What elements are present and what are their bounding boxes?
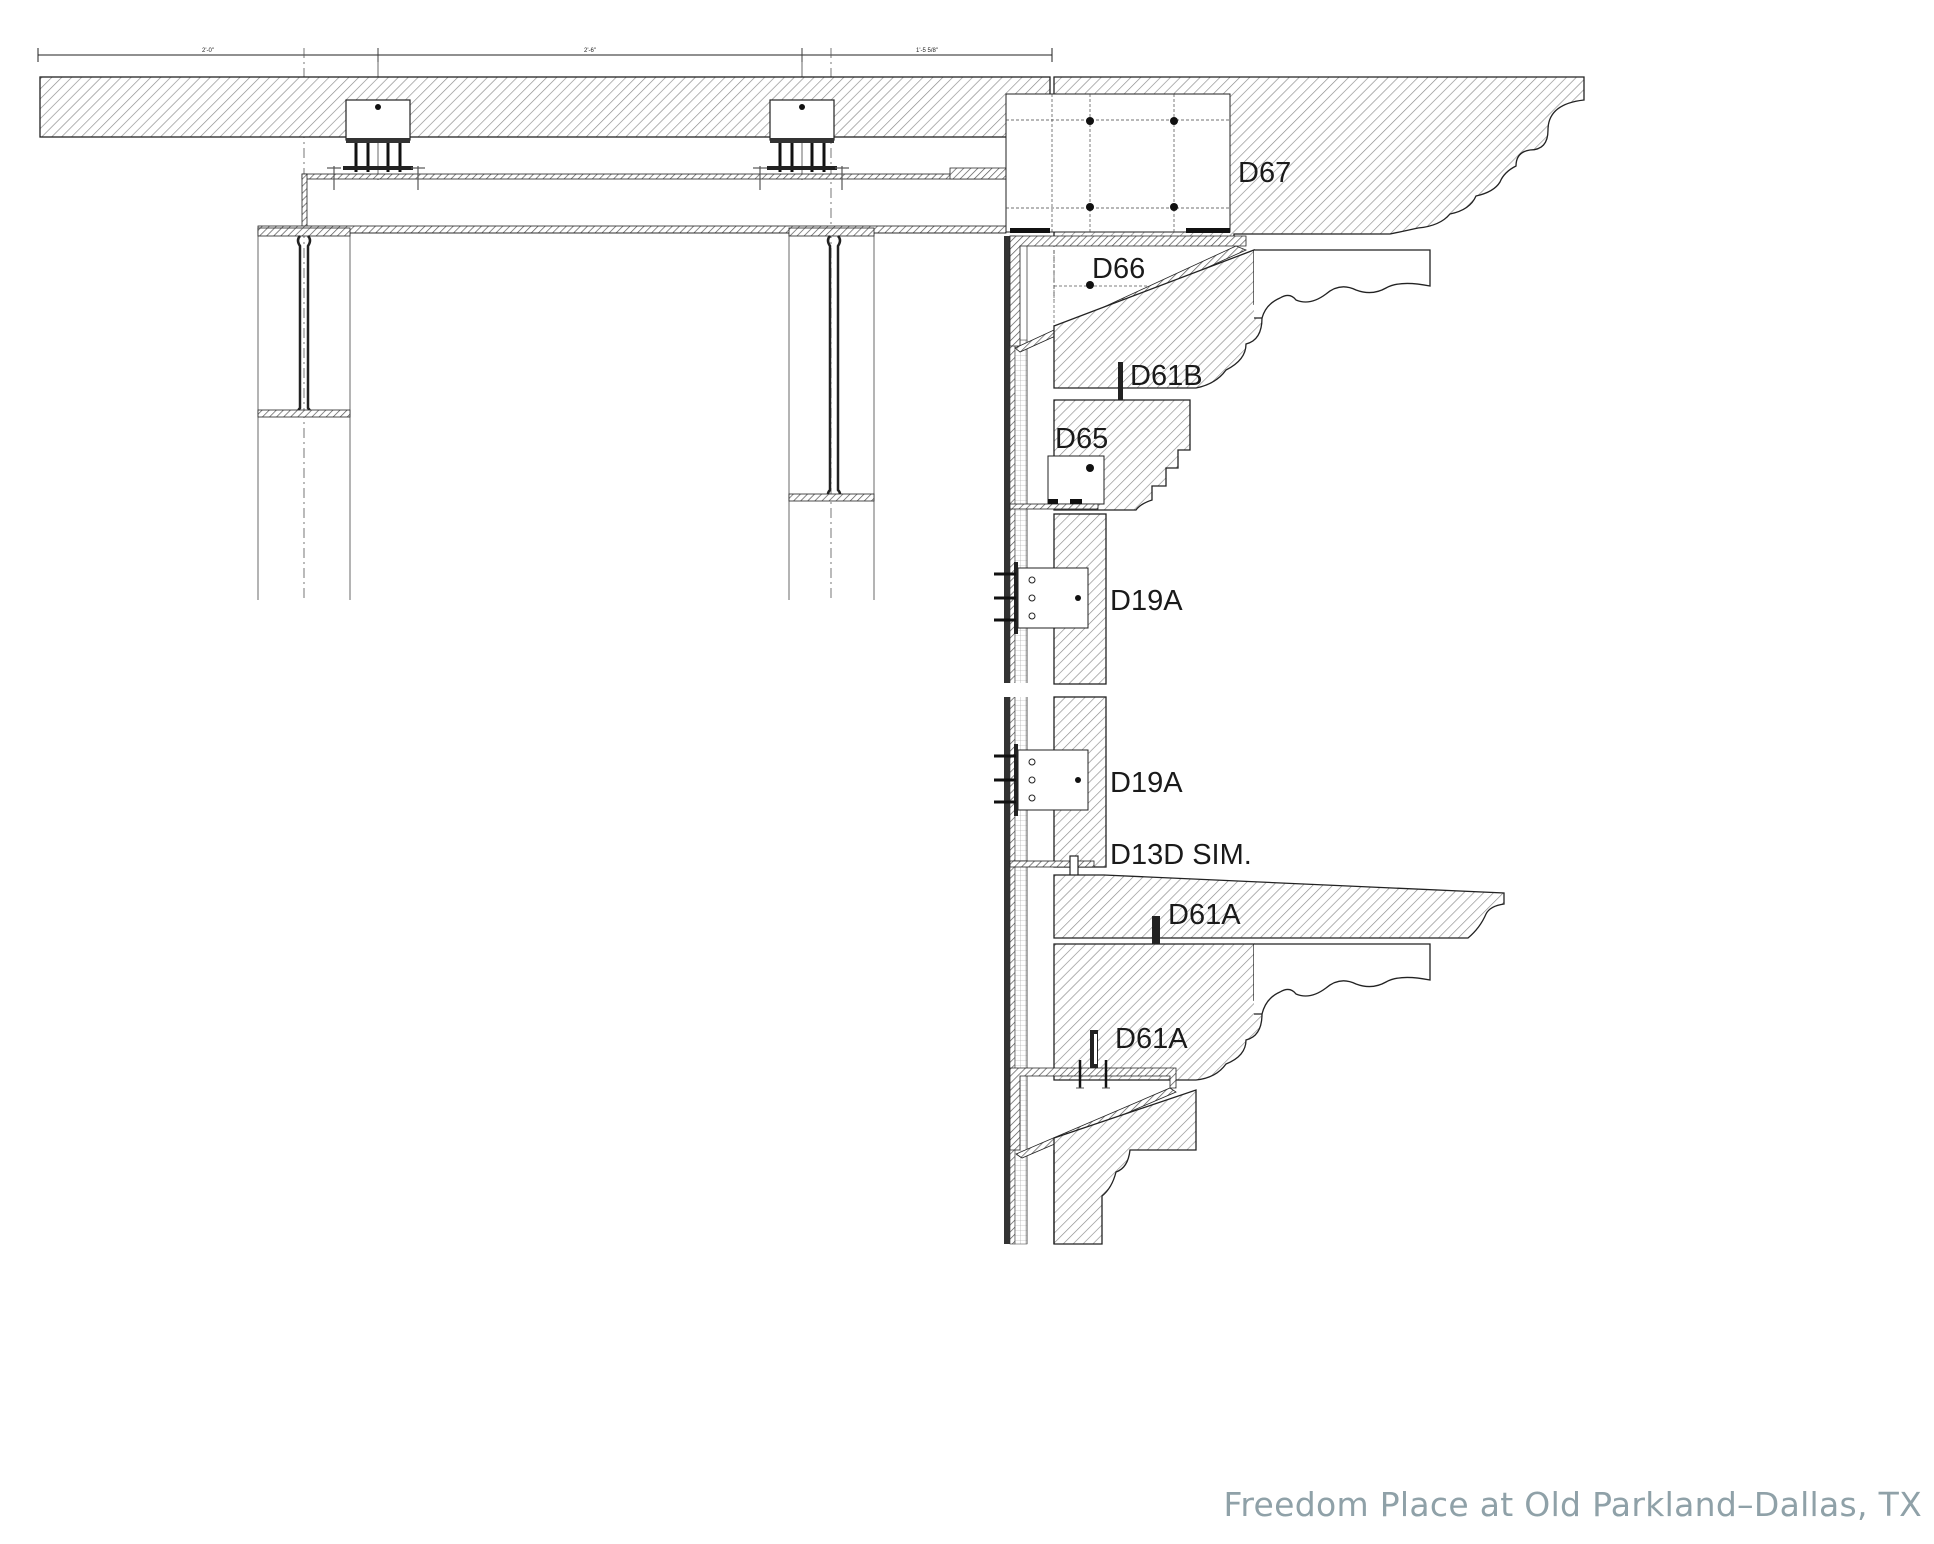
clip-d19a-upper bbox=[994, 562, 1089, 634]
band-course-d61a bbox=[1053, 874, 1505, 939]
label-d66: D66 bbox=[1092, 253, 1145, 285]
modillion-lower bbox=[1254, 943, 1431, 1015]
roof-slab bbox=[39, 76, 1051, 138]
screws-top bbox=[327, 166, 849, 190]
project-caption: Freedom Place at Old Parkland–Dallas, TX bbox=[1223, 1485, 1922, 1524]
steel-beam-flange bbox=[257, 225, 1007, 234]
clip-d65 bbox=[1009, 455, 1105, 510]
bearing-block-left bbox=[343, 99, 413, 172]
bearing-block-right bbox=[767, 99, 837, 172]
steel-channel bbox=[301, 139, 1015, 229]
label-d67: D67 bbox=[1238, 157, 1291, 189]
modillion-upper bbox=[1254, 249, 1431, 319]
anchor-d61a-lower bbox=[1090, 1030, 1098, 1070]
label-d61a-upper: D61A bbox=[1168, 899, 1241, 931]
anchor-d61a-upper bbox=[1152, 916, 1160, 956]
break-gap bbox=[995, 683, 1105, 697]
label-d65: D65 bbox=[1055, 423, 1108, 455]
steel-column-right bbox=[788, 227, 875, 502]
dimension-line bbox=[37, 48, 1053, 62]
steel-column-left bbox=[257, 227, 351, 418]
label-d61b: D61B bbox=[1130, 360, 1203, 392]
dimension-2: 2'-6" bbox=[584, 48, 596, 54]
label-d61a-lower: D61A bbox=[1115, 1023, 1188, 1055]
label-d13d: D13D SIM. bbox=[1110, 839, 1252, 871]
label-d19a-lower: D19A bbox=[1110, 767, 1183, 799]
cornice-base bbox=[1053, 1089, 1197, 1245]
anchor-block-d67 bbox=[1005, 93, 1231, 233]
clip-d19a-lower bbox=[994, 744, 1089, 816]
label-d19a-upper: D19A bbox=[1110, 585, 1183, 617]
cornice-d61a-lower bbox=[1053, 943, 1263, 1081]
dimension-1: 2'-0" bbox=[202, 48, 214, 54]
dimension-3: 1'-5 5/8" bbox=[916, 48, 938, 54]
anchor-d61b bbox=[1118, 362, 1123, 432]
